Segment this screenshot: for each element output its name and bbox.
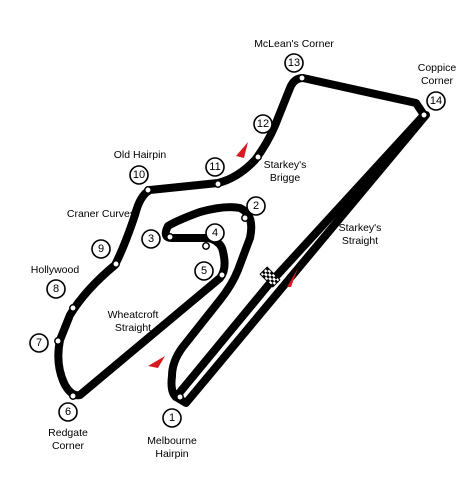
corner-number: 7 <box>36 337 42 349</box>
corner-number: 5 <box>201 265 207 277</box>
label-melbourne-hairpin-line2: Hairpin <box>155 448 188 460</box>
label-redgate-corner-line1: Redgate <box>48 427 88 439</box>
corner-number: 3 <box>148 233 154 245</box>
corner-number: 2 <box>253 200 259 212</box>
corner-badge-10: 10 <box>129 165 149 185</box>
corner-number: 1 <box>169 412 175 424</box>
corner-number: 12 <box>257 118 269 130</box>
corner-badge-14: 14 <box>426 91 446 111</box>
label-melbourne-hairpin-line1: Melbourne <box>147 435 197 447</box>
label-starkeys-brigge-line2: Brigge <box>270 172 301 184</box>
corner-badge-3: 3 <box>141 229 161 249</box>
corner-badge-6: 6 <box>58 402 78 422</box>
label-coppice-corner-line1: Coppice <box>418 62 457 74</box>
corner-badge-13: 13 <box>284 53 304 73</box>
direction-arrow <box>287 268 298 287</box>
corner-number: 4 <box>212 227 218 239</box>
label-coppice-corner-line2: Corner <box>421 75 454 87</box>
corner-badge-7: 7 <box>29 333 49 353</box>
corner-badge-4: 4 <box>205 223 225 243</box>
corner-number: 10 <box>133 169 145 181</box>
label-mcleans-corner: McLean's Corner <box>254 38 334 50</box>
corner-number: 14 <box>430 95 442 107</box>
label-craner-curves: Craner Curves <box>67 208 135 220</box>
corner-badge-9: 9 <box>91 239 111 259</box>
label-starkeys-brigge-line1: Starkey's <box>264 159 307 171</box>
corner-badge-8: 8 <box>46 279 66 299</box>
label-wheatcroft-straight-line2: Straight <box>115 322 151 334</box>
corner-badge-2: 2 <box>246 196 266 216</box>
corner-badge-12: 12 <box>253 114 273 134</box>
start-finish-flag <box>259 266 281 288</box>
label-hollywood: Hollywood <box>31 264 80 276</box>
corner-number: 6 <box>65 406 71 418</box>
corner-number: 11 <box>209 161 220 173</box>
corner-number: 13 <box>288 57 300 69</box>
corner-number: 8 <box>53 283 59 295</box>
corner-number: 9 <box>98 243 104 255</box>
direction-arrow <box>148 356 165 368</box>
label-wheatcroft-straight-line1: Wheatcroft <box>108 309 159 321</box>
corner-badge-1: 1 <box>162 408 182 428</box>
label-old-hairpin: Old Hairpin <box>114 149 167 161</box>
direction-arrow <box>236 142 248 158</box>
label-starkeys-straight-line1: Starkey's <box>339 222 382 234</box>
corner-badge-5: 5 <box>194 261 214 281</box>
corner-nodes <box>54 74 428 401</box>
label-redgate-corner-line2: Corner <box>52 440 85 452</box>
corner-badge-11: 11 <box>205 157 225 177</box>
label-starkeys-straight-line2: Straight <box>342 235 378 247</box>
